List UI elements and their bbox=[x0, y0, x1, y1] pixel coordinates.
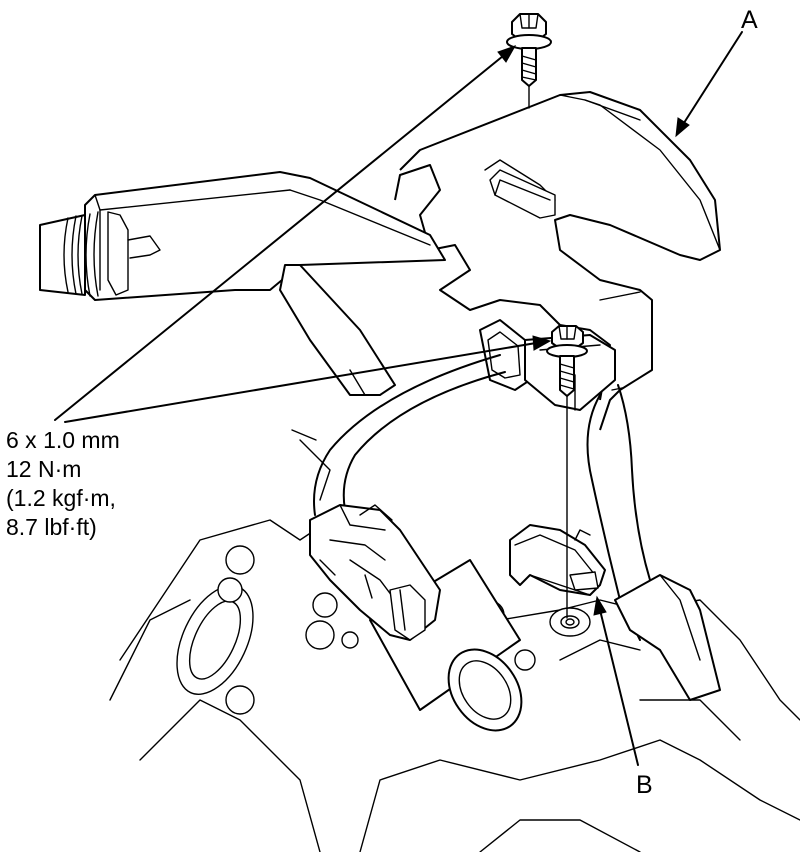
upper-bolt bbox=[506, 13, 552, 87]
torque-nm-text: 12 N·m bbox=[6, 456, 81, 482]
installation-guide-lines bbox=[528, 85, 568, 619]
leader-lines bbox=[54, 31, 743, 766]
bracket-b bbox=[509, 524, 606, 596]
wire-harness bbox=[313, 354, 721, 701]
lower-bolt bbox=[546, 325, 588, 397]
electrical-connector bbox=[309, 504, 441, 641]
torque-specification: 6 x 1.0 mm 12 N·m (1.2 kgf·m, 8.7 lbf·ft… bbox=[6, 427, 120, 540]
torque-lbf-text: 8.7 lbf·ft) bbox=[6, 514, 97, 540]
torque-kgf-text: (1.2 kgf·m, bbox=[6, 485, 116, 511]
connector-housing bbox=[39, 171, 446, 396]
callout-label-b: B bbox=[636, 771, 653, 799]
bolt-size-text: 6 x 1.0 mm bbox=[6, 427, 120, 453]
callout-label-a: A bbox=[741, 6, 758, 34]
